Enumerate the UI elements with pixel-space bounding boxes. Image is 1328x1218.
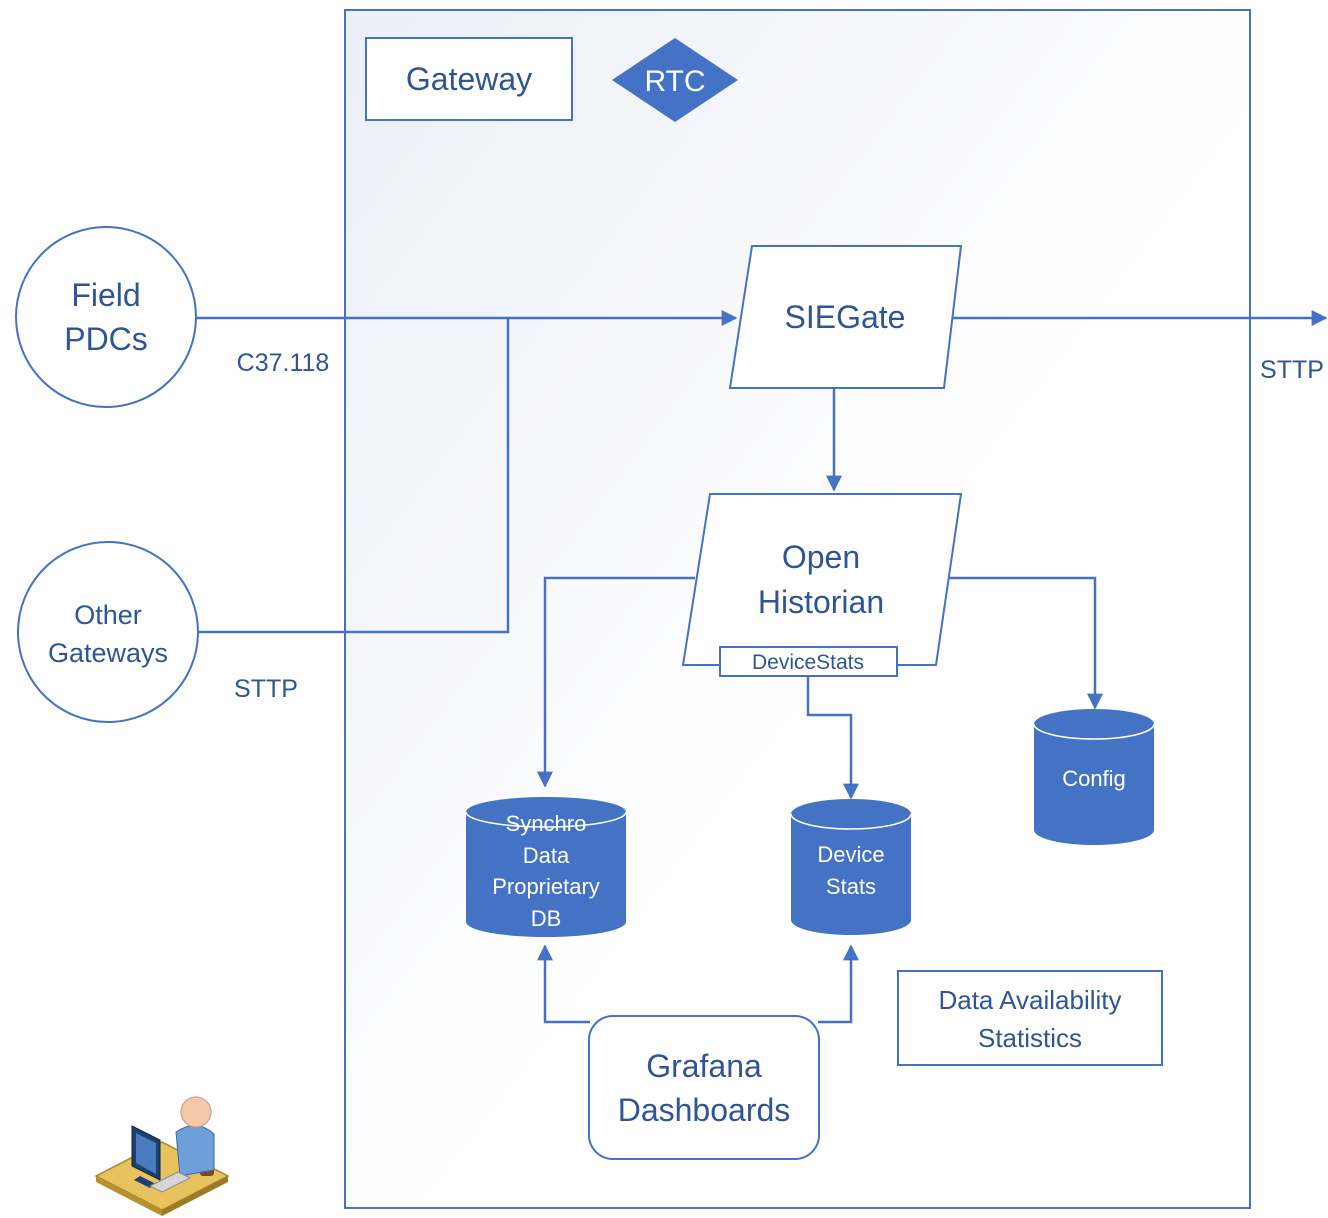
devicestats-to-device-stats-db-line bbox=[806, 676, 859, 800]
field-pdcs-label-1: Field bbox=[71, 277, 140, 313]
gateway-label: Gateway bbox=[365, 37, 573, 121]
rtc-badge: RTC bbox=[612, 38, 738, 122]
historian-to-config-line bbox=[948, 576, 1103, 710]
synchro-db-label-2: Data bbox=[523, 843, 570, 868]
grafana-label-2: Dashboards bbox=[618, 1092, 791, 1128]
sttp-out-protocol-label: STTP bbox=[1260, 356, 1324, 384]
synchro-db-label-3: Proprietary bbox=[492, 874, 600, 899]
other-gateways-node: Other Gateways bbox=[17, 541, 199, 723]
user-at-workstation-icon bbox=[94, 1096, 230, 1216]
open-historian-label-1: Open bbox=[782, 539, 860, 575]
other-gateways-label-2: Gateways bbox=[48, 638, 168, 668]
device-stats-db-label-2: Stats bbox=[826, 874, 876, 899]
synchro-db-label-1: Synchro bbox=[506, 811, 587, 836]
connectors bbox=[196, 310, 1328, 1024]
siegate-process: SIEGate bbox=[728, 245, 963, 389]
c37-protocol-label: C37.118 bbox=[237, 349, 330, 377]
config-db-cylinder: Config bbox=[1033, 709, 1155, 845]
historian-to-synchro-db-line bbox=[537, 576, 695, 788]
other-gateways-label-1: Other bbox=[74, 600, 142, 630]
device-stats-db-cylinder: Device Stats bbox=[790, 799, 912, 935]
open-historian-process: Open Historian bbox=[681, 493, 963, 666]
siegate-label: SIEGate bbox=[785, 299, 906, 335]
other-gateways-to-siegate-line bbox=[198, 318, 510, 634]
sttp-in-protocol-label: STTP bbox=[234, 675, 298, 703]
grafana-dashboards-node: Grafana Dashboards bbox=[588, 1015, 820, 1160]
synchro-db-cylinder: Synchro Data Proprietary DB bbox=[465, 797, 627, 937]
field-pdcs-node: Field PDCs bbox=[15, 226, 197, 408]
grafana-to-device-stats-db-line bbox=[818, 944, 859, 1024]
synchro-db-label-4: DB bbox=[531, 906, 562, 931]
grafana-label-1: Grafana bbox=[646, 1048, 762, 1084]
device-stats-db-label-1: Device bbox=[817, 842, 884, 867]
data-availability-label-2: Statistics bbox=[978, 1023, 1082, 1053]
config-db-label: Config bbox=[1062, 766, 1126, 791]
devicestats-tab: DeviceStats bbox=[719, 646, 898, 677]
open-historian-label-2: Historian bbox=[758, 584, 884, 620]
data-availability-label-1: Data Availability bbox=[938, 985, 1121, 1015]
field-pdcs-label-2: PDCs bbox=[64, 321, 148, 357]
rtc-badge-text: RTC bbox=[644, 65, 705, 98]
grafana-to-synchro-db-line bbox=[537, 944, 590, 1024]
data-availability-box: Data Availability Statistics bbox=[897, 970, 1163, 1066]
devicestats-tab-label: DeviceStats bbox=[752, 651, 864, 674]
gateway-label-text: Gateway bbox=[406, 61, 532, 97]
